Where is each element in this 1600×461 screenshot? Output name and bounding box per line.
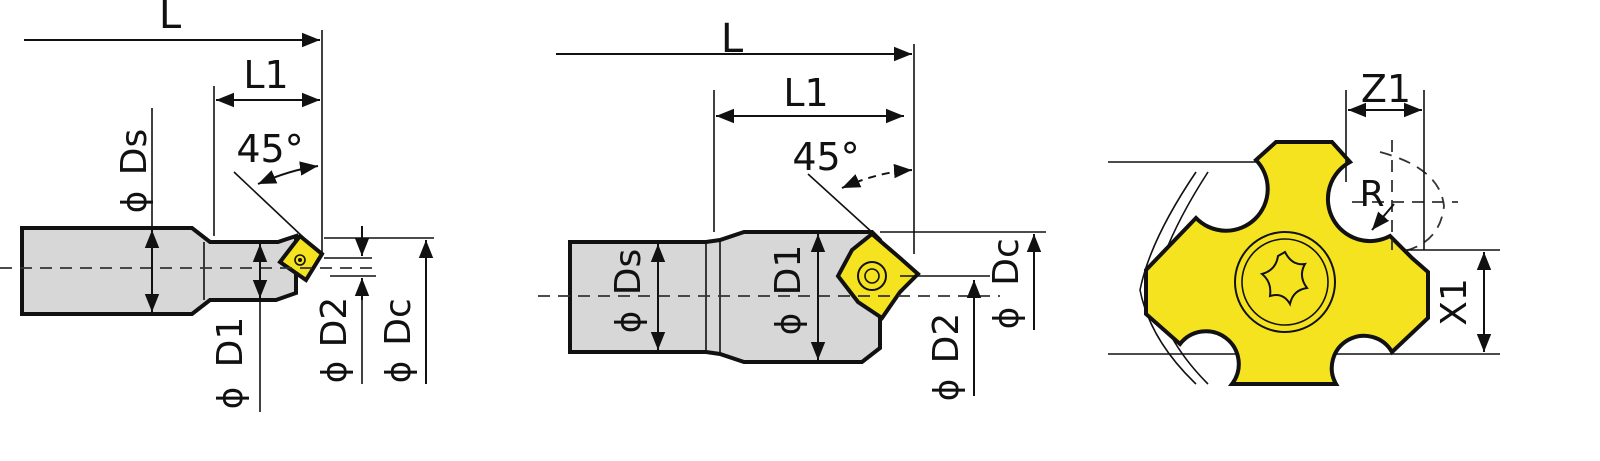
right-insert-detail: R Z1 X1 [1108,67,1500,386]
middle-label-angle: 45° [792,135,859,179]
left-label-Dc-phi: ϕ [379,361,419,383]
left-label-L1: L1 [243,53,288,97]
right-label-X1: X1 [1434,278,1475,326]
left-label-L: L [159,0,182,38]
middle-label-D1: D1 [768,245,809,296]
middle-label-Dc: Dc [986,238,1027,286]
middle-insert [835,231,921,321]
middle-label-Dc-phi: ϕ [987,307,1027,329]
middle-label-L1: L1 [783,71,828,115]
left-label-Ds-phi: ϕ [115,191,155,213]
middle-label-Ds-phi: ϕ [609,311,649,333]
right-label-Z1: Z1 [1361,67,1411,111]
middle-label-D2: D2 [926,313,967,364]
right-insert [1144,140,1430,386]
middle-label-D1-phi: ϕ [769,313,809,335]
right-label-R: R [1359,174,1384,215]
middle-label-Ds: Ds [608,249,649,295]
middle-tool-view: L L1 45° Ds ϕ D1 ϕ D2 ϕ Dc ϕ [538,16,1046,401]
left-shank [20,226,298,316]
left-label-Dc: Dc [378,298,419,346]
left-label-D1: D1 [210,317,251,368]
torx-screw-icon [1259,250,1309,307]
left-label-D2: D2 [314,297,355,348]
left-tool-view: L L1 45° Ds ϕ D1 ϕ D2 ϕ Dc ϕ [0,0,434,412]
middle-label-L: L [721,16,744,62]
left-insert [277,233,325,283]
middle-label-D2-phi: ϕ [927,379,967,401]
left-label-Ds: Ds [114,129,155,175]
left-label-D1-phi: ϕ [211,387,251,409]
left-label-angle: 45° [236,127,303,171]
left-label-D2-phi: ϕ [315,361,355,383]
